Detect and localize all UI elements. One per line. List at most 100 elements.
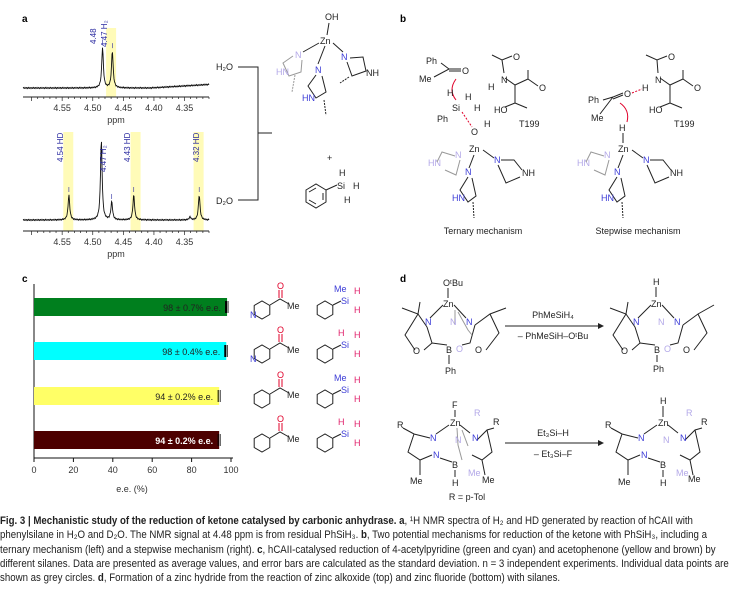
bar-label: 98 ± 0.7% e.e.: [163, 303, 221, 313]
svg-text:O: O: [683, 345, 690, 355]
svg-text:H: H: [484, 119, 491, 129]
svg-text:Zn: Zn: [469, 144, 480, 154]
svg-text:Si: Si: [341, 429, 349, 439]
bar-label: 98 ± 0.4% e.e.: [162, 347, 220, 357]
residue-label-t199: T199: [519, 119, 540, 129]
carbonyl-bond: [278, 423, 283, 431]
nmr-bottom-xlabel: ppm: [107, 249, 125, 259]
panel-b-label: b: [400, 14, 406, 25]
solvent-d2o: D₂O: [216, 196, 233, 206]
svg-text:Me: Me: [410, 476, 423, 486]
stepwise-mechanism-title: Stepwise mechanism: [595, 226, 680, 236]
svg-text:N: N: [430, 433, 437, 443]
r-definition: R = p-Tol: [449, 492, 485, 502]
svg-text:B: B: [452, 460, 458, 470]
svg-text:O: O: [664, 344, 671, 354]
svg-text:R: R: [474, 408, 481, 418]
svg-text:Me: Me: [618, 477, 631, 487]
svg-text:B: B: [660, 460, 666, 470]
svg-text:O: O: [413, 346, 420, 356]
svg-text:Ph: Ph: [588, 95, 599, 105]
zinc-alkoxide-reaction: OᵗBu Zn N N N O B O O Ph: [401, 278, 507, 376]
tick-label: 4.50: [84, 103, 102, 113]
ternary-mechanism-structure: Ph Me O H H Si H Ph O H Zn N HN N N NH H…: [419, 52, 546, 236]
highlight-band: [63, 132, 74, 231]
tick-label: 4.40: [145, 237, 163, 247]
svg-text:N: N: [250, 354, 257, 364]
svg-text:N: N: [614, 167, 621, 177]
arrowhead-icon: [598, 323, 604, 329]
svg-text:N: N: [455, 150, 462, 160]
svg-text:H: H: [354, 438, 361, 448]
benzene-ring: [316, 344, 334, 364]
panel-d-label: d: [400, 274, 406, 285]
top-reagent: PhMeSiH₄: [532, 310, 574, 320]
svg-text:HN: HN: [276, 67, 289, 77]
svg-text:B: B: [446, 345, 452, 355]
svg-text:R: R: [493, 417, 500, 427]
svg-text:N: N: [455, 435, 462, 445]
spectrum-H2O: [22, 47, 210, 90]
highlight-band: [130, 132, 141, 231]
svg-text:N: N: [674, 317, 681, 327]
svg-text:NH: NH: [366, 68, 379, 78]
carbonyl-bond: [278, 334, 283, 342]
panel-a-label: a: [22, 14, 28, 25]
tick-label: 4.55: [53, 103, 71, 113]
benzene-ring: [253, 433, 271, 453]
zinc-hydride-product-top: H Zn N N N O B O O Ph: [609, 277, 715, 374]
svg-text:Me: Me: [287, 390, 300, 400]
tick-label: 60: [147, 465, 157, 475]
spectrum-D2O: [22, 141, 210, 222]
svg-text:N: N: [663, 435, 670, 445]
svg-text:Me: Me: [468, 468, 481, 478]
svg-text:HN: HN: [428, 158, 441, 168]
svg-text:Zn: Zn: [658, 418, 669, 428]
svg-text:NH: NH: [670, 168, 683, 178]
tick-label: 80: [187, 465, 197, 475]
svg-text:Si: Si: [452, 103, 460, 113]
svg-text:H: H: [353, 181, 360, 191]
highlight-band: [106, 28, 117, 97]
svg-text:N: N: [494, 155, 501, 165]
svg-text:HO: HO: [494, 105, 508, 115]
svg-text:O: O: [539, 83, 546, 93]
svg-text:B: B: [654, 345, 660, 355]
bar-2: [34, 342, 227, 360]
phenylsilane: Si H H H: [305, 168, 360, 209]
panel-c-label: c: [22, 274, 28, 285]
svg-text:Me: Me: [334, 284, 347, 294]
tick-label: 0: [31, 465, 36, 475]
svg-text:H: H: [354, 305, 361, 315]
svg-text:O: O: [277, 325, 284, 335]
figure-caption: Fig. 3 | Mechanistic study of the reduct…: [0, 515, 729, 585]
svg-text:H: H: [338, 417, 345, 427]
bar-label: 94 ± 0.2% e.e.: [155, 436, 213, 446]
bar-label: 94 ± 0.2% e.e.: [155, 392, 213, 402]
svg-text:H: H: [354, 419, 361, 429]
svg-text:H: H: [660, 396, 667, 406]
svg-text:O: O: [277, 370, 284, 380]
zinc-hydroxide-complex: OH Zn N HN N NH N HN: [276, 12, 379, 116]
plus-sign: +: [327, 153, 332, 163]
svg-text:O: O: [471, 127, 478, 137]
benzene-ring: [253, 344, 271, 364]
svg-text:N: N: [680, 433, 687, 443]
svg-text:H: H: [653, 277, 660, 287]
tick-label: 4.50: [84, 237, 102, 247]
svg-text:O: O: [668, 52, 675, 62]
svg-text:R: R: [701, 417, 708, 427]
svg-text:Si: Si: [341, 296, 349, 306]
svg-text:Me: Me: [482, 475, 495, 485]
tick-label: 20: [68, 465, 78, 475]
svg-text:Ph: Ph: [653, 364, 664, 374]
bar-1: [34, 298, 228, 316]
svg-text:Zn: Zn: [618, 144, 629, 154]
svg-text:N: N: [433, 450, 440, 460]
svg-text:Zn: Zn: [450, 418, 461, 428]
bar-3: [34, 387, 220, 405]
svg-text:Si: Si: [341, 340, 349, 350]
tick-label: 4.55: [53, 237, 71, 247]
